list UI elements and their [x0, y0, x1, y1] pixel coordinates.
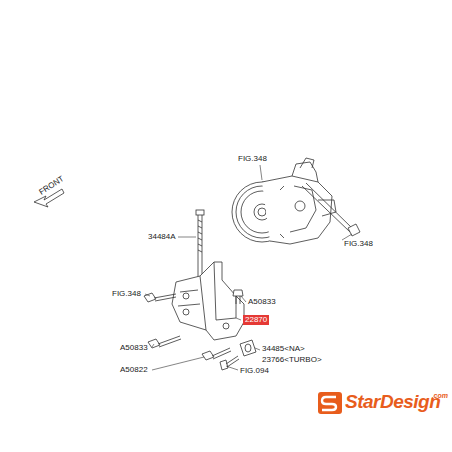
- direction-label: FRONT: [38, 175, 65, 197]
- part-number: A50822: [120, 366, 148, 374]
- figure-reference: FIG.348: [344, 240, 373, 248]
- part-number: 23766<TURBO>: [262, 356, 322, 364]
- part-number: 34485<NA>: [262, 345, 305, 353]
- pump-bolt: [302, 183, 360, 236]
- part-number: 34484A: [148, 233, 176, 241]
- power-steering-pump: [232, 158, 336, 244]
- part-number: A50833: [120, 344, 148, 352]
- leader-lines: [145, 165, 352, 370]
- spacer: [240, 340, 256, 356]
- figure-reference: FIG.348: [112, 290, 141, 298]
- logo-symbol: [318, 392, 342, 414]
- logo-suffix: .com: [432, 392, 448, 399]
- figure-reference: FIG.348: [238, 155, 267, 163]
- spacer-hole: [245, 344, 251, 352]
- highlighted-part-number: 22870: [243, 315, 269, 325]
- part-number: A50833: [248, 298, 276, 306]
- logo-text: StarDesign: [345, 392, 440, 411]
- bolts: [144, 290, 243, 370]
- figure-reference: FIG.094: [240, 367, 269, 375]
- pump-bracket: [172, 262, 244, 340]
